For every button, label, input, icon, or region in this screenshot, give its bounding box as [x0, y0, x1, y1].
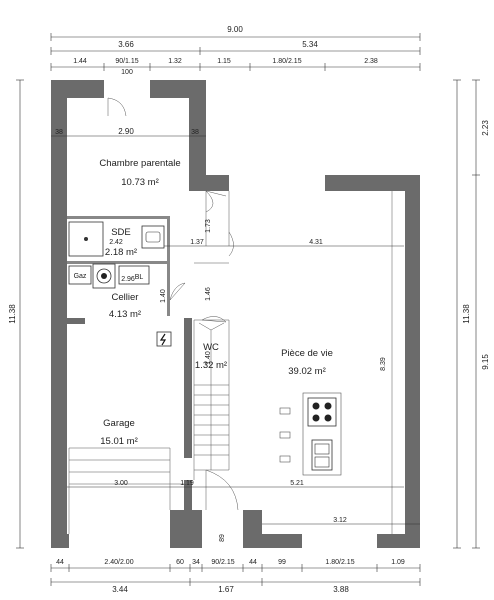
dim-bot-seg-5: 90/2.15	[211, 559, 234, 566]
dim-top-seg-4: 1.15	[217, 58, 231, 65]
dim-top-seg-3: 1.32	[168, 58, 182, 65]
dim-bot-total-2: 1.67	[218, 585, 234, 594]
dim-bot-seg-9: 1.09	[391, 559, 405, 566]
dim-wc-depth: 1.40	[205, 351, 212, 365]
room-cellier-area: 4.13 m²	[109, 309, 141, 320]
stool	[279, 431, 291, 439]
dim-bot-seg-4: 34	[192, 559, 200, 566]
dim-right-upper: 2.23	[481, 120, 490, 136]
stool	[279, 407, 291, 415]
dim-bot-seg-8: 1.80/2.15	[325, 559, 354, 566]
dim-chambre-wall-left: 38	[55, 129, 63, 136]
dim-bot-seg-3: 60	[176, 559, 184, 566]
dim-right-lower: 9.15	[481, 354, 490, 370]
interior-dimensions: 38 2.90 38 1.37 4.31 1.73 1.40 1.46 8.39…	[51, 127, 420, 542]
sink-icon	[311, 439, 333, 471]
dim-top-right: 5.34	[302, 40, 318, 49]
dim-cellier-h2: 1.46	[205, 287, 212, 301]
doors	[107, 97, 239, 511]
dim-top-total: 9.00	[227, 25, 243, 34]
dim-top-seg-1: 1.44	[73, 58, 87, 65]
bl-label: BL	[135, 274, 144, 281]
room-chambre-name: Chambre parentale	[99, 158, 180, 169]
room-labels: Chambre parentale 10.73 m² SDE 2.42 2.18…	[99, 158, 333, 447]
left-dimensions: 11.38	[8, 79, 24, 549]
sde-door-swing	[228, 231, 234, 257]
staircase	[194, 322, 229, 470]
dim-bot-seg-7: 99	[278, 559, 286, 566]
dim-top-seg-2: 90/1.15	[115, 58, 138, 65]
dim-top-door-sub: 100	[121, 69, 133, 76]
fixtures: Gaz BL	[68, 221, 342, 476]
bl-box	[118, 265, 150, 285]
room-sde-area: 2.18 m²	[105, 247, 137, 258]
dim-living-height: 8.39	[380, 357, 387, 371]
room-cellier-name: Cellier	[112, 292, 139, 303]
dim-top-seg-6: 2.38	[364, 58, 378, 65]
dim-living-lower: 5.21	[290, 480, 304, 487]
room-sde-sub: 2.42	[109, 239, 123, 246]
chambre-window-door	[107, 97, 127, 117]
dim-bot-seg-2: 2.40/2.00	[104, 559, 133, 566]
right-dimensions: 11.38 2.23 9.15	[453, 79, 490, 549]
bottom-dimensions: 44 2.40/2.00 60 34 90/2.15 44 99 1.80/2.…	[50, 559, 421, 594]
washbasin-icon	[141, 225, 165, 249]
dim-living-width: 4.31	[309, 239, 323, 246]
dim-kitchen-bottom: 3.12	[333, 517, 347, 524]
room-living-name: Pièce de vie	[281, 348, 333, 359]
room-wc-area: 1.32 m²	[195, 360, 227, 371]
dim-garage-width: 3.00	[114, 480, 128, 487]
gaz-label: Gaz	[74, 273, 87, 280]
walls	[51, 80, 420, 548]
dim-top-left: 3.66	[118, 40, 134, 49]
dim-right-total: 11.38	[462, 304, 471, 324]
dim-top-seg-5: 1.80/2.15	[272, 58, 301, 65]
stool	[279, 455, 291, 463]
dim-sde-width: 1.37	[190, 239, 204, 246]
stair-door	[205, 190, 227, 213]
wc-door	[201, 316, 227, 323]
dim-chambre-width: 2.90	[118, 127, 134, 136]
electric-panel-icon	[156, 331, 172, 347]
room-chambre-area: 10.73 m²	[121, 177, 159, 188]
dim-left-total: 11.38	[8, 304, 17, 324]
cellier-door	[169, 282, 186, 301]
dim-stair-bottom: 89	[219, 534, 226, 542]
room-living-area: 39.02 m²	[288, 366, 326, 377]
room-garage-area: 15.01 m²	[100, 436, 138, 447]
garage-door-zone	[68, 447, 184, 534]
dim-bot-total-3: 3.88	[333, 585, 349, 594]
dim-stair-height: 1.73	[205, 219, 212, 233]
dim-cellier-h1: 1.40	[160, 289, 167, 303]
room-wc-name: WC	[203, 342, 219, 353]
dim-bot-seg-6: 44	[249, 559, 257, 566]
room-cellier-sub: 2.96	[121, 276, 135, 283]
cooktop-icon	[307, 397, 337, 427]
dim-chambre-wall-right: 38	[191, 129, 199, 136]
kitchen-counter	[302, 392, 342, 476]
gaz-box	[68, 265, 92, 285]
dim-bot-seg-1: 44	[56, 559, 64, 566]
top-dimensions: 9.00 3.66 5.34 1.44 90/1.15 1.32 1.15 1.…	[50, 25, 421, 76]
room-garage-name: Garage	[103, 418, 135, 429]
room-sde-name: SDE	[111, 227, 131, 238]
dim-hall-depth: 1.19	[180, 480, 194, 487]
dim-bot-total-1: 3.44	[112, 585, 128, 594]
entrance-door	[205, 469, 239, 511]
